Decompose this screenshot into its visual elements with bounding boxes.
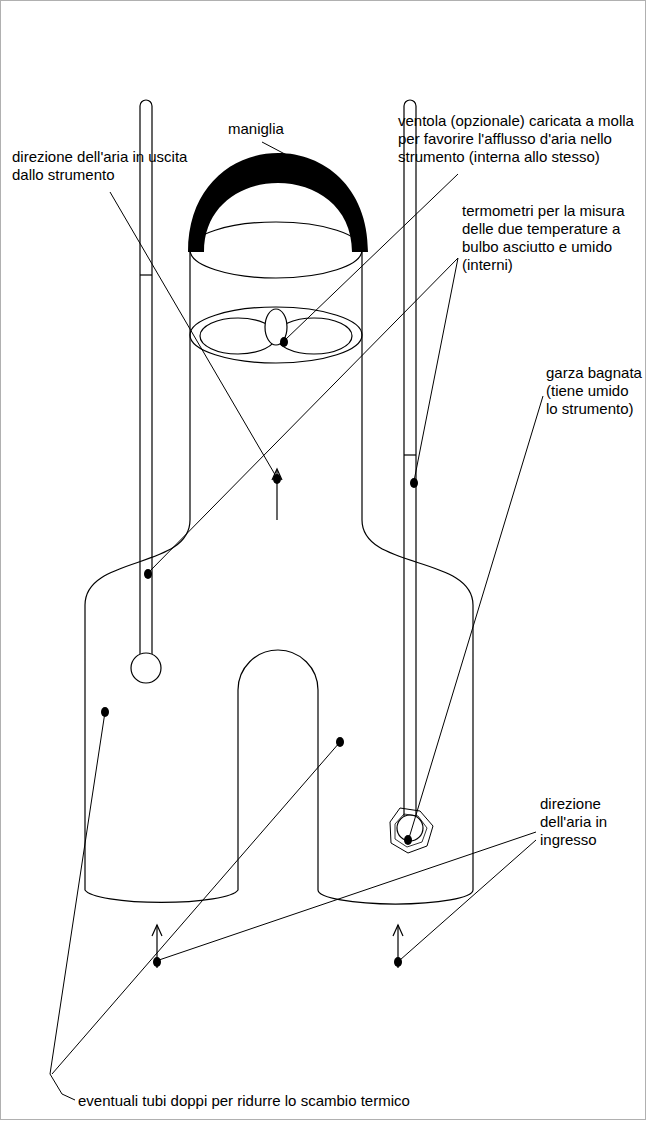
- fan-ring: [190, 307, 362, 363]
- part-label: termometri per la misura delle due tempe…: [462, 202, 642, 274]
- housing-outline: [85, 250, 473, 904]
- top-opening: [190, 222, 362, 278]
- callout-dots: [101, 337, 418, 967]
- dry-thermometer: [140, 100, 152, 654]
- part-label: garza bagnata (tiene umido lo strumento): [546, 364, 643, 418]
- wet-thermometer: [404, 100, 416, 816]
- leader-lines: [50, 142, 543, 1100]
- thermometer-mark: [404, 454, 416, 455]
- dry-bulb: [131, 653, 161, 683]
- note-label: eventuali tubi doppi per ridurre lo scam…: [78, 1092, 410, 1110]
- part-label: ventola (opzionale) caricata a molla per…: [398, 112, 643, 166]
- air-arrows: [152, 469, 403, 968]
- part-label: maniglia: [228, 120, 284, 138]
- flow-label: direzione dell'aria in uscita dallo stru…: [12, 148, 197, 184]
- thermometer-mark: [140, 274, 152, 275]
- handle: [188, 153, 368, 252]
- flow-label: direzione dell'aria in ingresso: [540, 795, 640, 849]
